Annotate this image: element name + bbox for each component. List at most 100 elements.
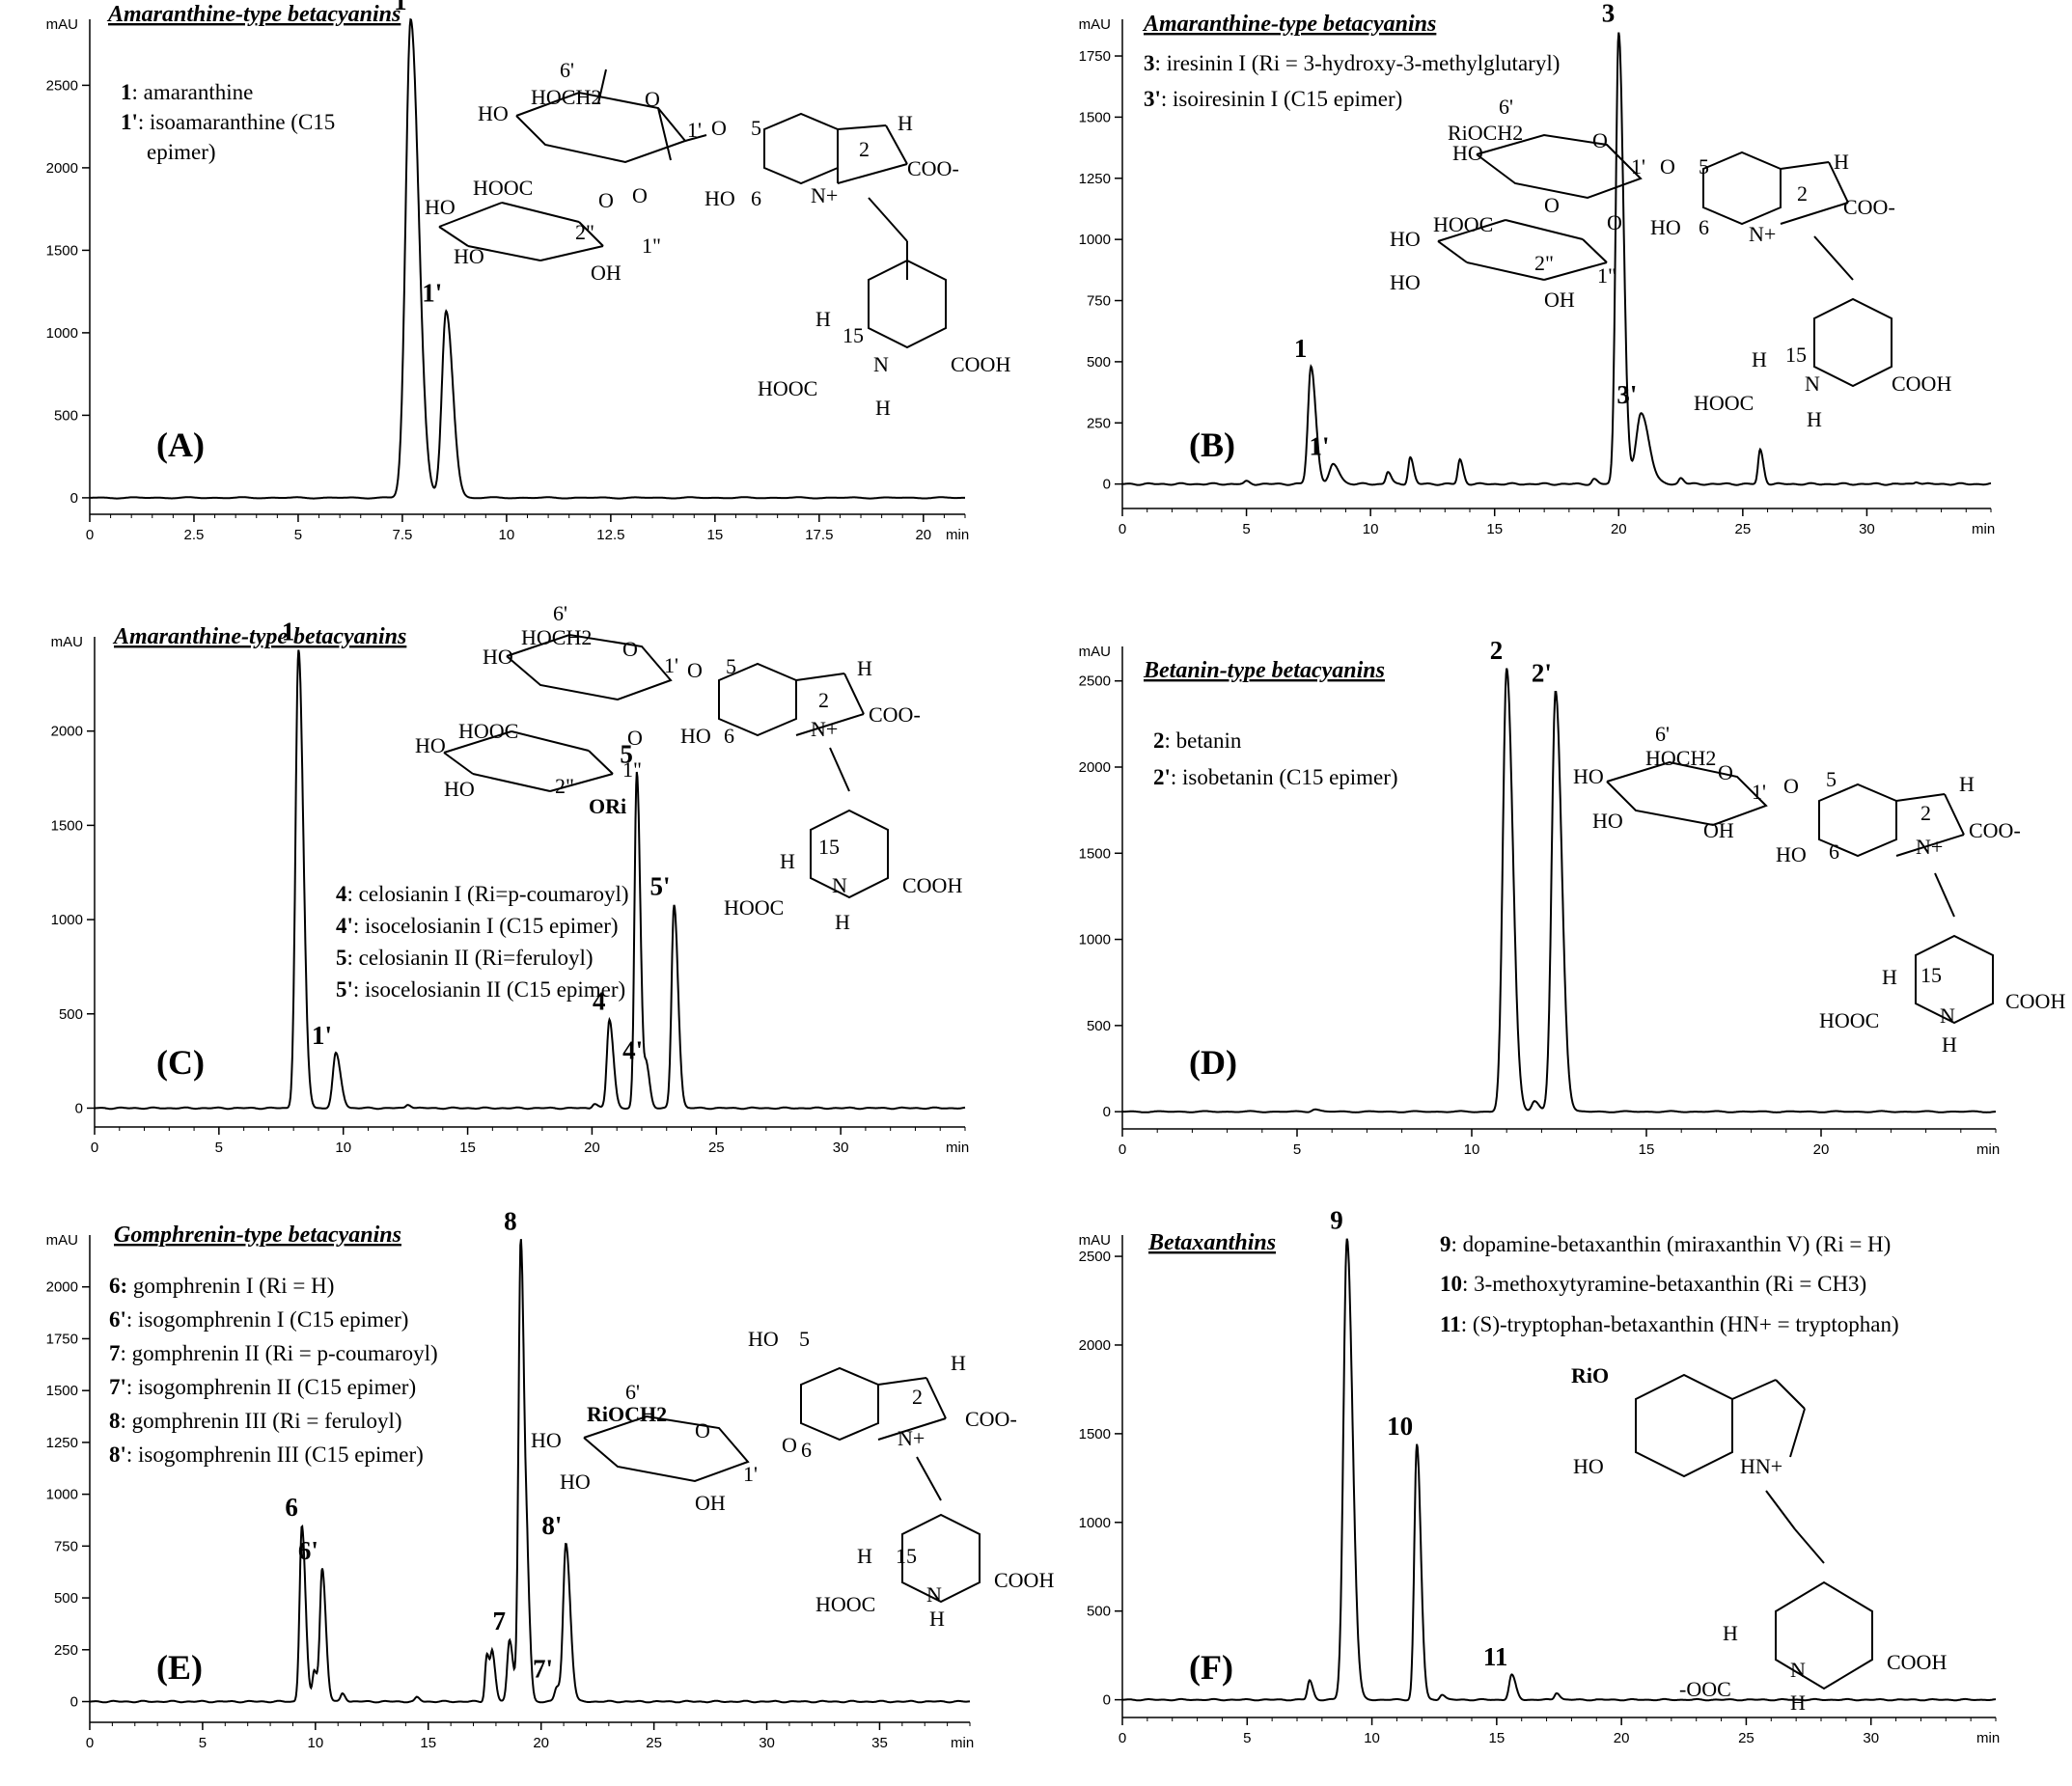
atom-label: RiO: [1571, 1363, 1609, 1388]
x-unit-label: min: [1976, 1730, 2000, 1746]
y-tick-label: 1500: [1079, 1426, 1111, 1443]
x-tick-label: 0: [86, 1735, 94, 1751]
y-tick-label: 500: [1087, 1018, 1111, 1034]
atom-label: HO: [531, 1428, 562, 1452]
panel-e-legend-5: 8: gomphrenin III (Ri = feruloyl): [109, 1409, 402, 1433]
peak-label: 2: [1490, 636, 1504, 665]
panel-a-structure: [438, 69, 947, 349]
atom-label: 6': [625, 1380, 640, 1404]
atom-label: 15: [1920, 963, 1942, 987]
x-tick-label: 10: [1363, 521, 1379, 537]
atom-label: HO: [1390, 227, 1421, 251]
panel-c-title: Amaranthine-type betacyanins: [112, 624, 406, 649]
atom-label: H: [815, 307, 831, 331]
atom-label: 6: [751, 186, 761, 210]
atom-label: N: [873, 352, 889, 376]
panel-e-structure-labels: HO 5 H RiOCH2 6' O 2 COO- HO O 1' 6 N+ H…: [531, 1327, 1054, 1631]
peak-label: 3: [1602, 0, 1616, 28]
atom-label: COOH: [902, 873, 962, 897]
x-tick-label: 5: [1293, 1141, 1301, 1158]
atom-label: O: [782, 1433, 797, 1457]
atom-label: HO: [454, 244, 484, 268]
y-tick-label: 2000: [1079, 1337, 1111, 1354]
peak-label: 7': [533, 1654, 553, 1683]
peak-label: 1: [282, 618, 295, 646]
atom-label: H: [857, 1544, 872, 1568]
panel-a-title: Amaranthine-type betacyanins: [106, 2, 401, 27]
atom-label: O: [1592, 128, 1608, 152]
y-tick-label: 2000: [46, 160, 78, 177]
atom-label: N+: [898, 1426, 925, 1450]
atom-label: H: [951, 1351, 966, 1375]
y-tick-label: 1250: [1079, 171, 1111, 187]
peak-label: 4': [622, 1035, 643, 1064]
atom-label: H: [857, 656, 872, 680]
atom-label: O: [687, 658, 703, 682]
x-tick-label: 20: [1813, 1141, 1830, 1158]
atom-label: H: [875, 396, 891, 420]
panel-e: Gomphrenin-type betacyanins (E) 6: gomph…: [46, 1206, 1055, 1751]
peak-label: 11: [1483, 1642, 1508, 1671]
atom-label: O: [1783, 774, 1799, 798]
x-tick-label: 30: [1859, 521, 1875, 537]
x-tick-label: 10: [335, 1140, 351, 1156]
atom-label: 5: [1826, 767, 1837, 791]
y-unit-label: mAU: [46, 16, 78, 33]
y-tick-label: 0: [70, 1694, 78, 1711]
atom-label: HO: [1573, 1454, 1604, 1478]
x-tick-label: 30: [759, 1735, 775, 1751]
x-tick-label: 10: [308, 1735, 324, 1751]
y-unit-label: mAU: [1079, 644, 1111, 660]
peak-label: 1': [312, 1021, 332, 1050]
peak-label: 4: [593, 987, 606, 1016]
atom-label: 6': [1499, 95, 1513, 119]
x-unit-label: min: [946, 527, 969, 543]
panel-b: Amaranthine-type betacyanins (B) 3: ires…: [1079, 0, 1996, 537]
y-tick-label: 1250: [46, 1435, 78, 1451]
y-tick-label: 500: [1087, 354, 1111, 371]
y-tick-label: 1000: [1079, 1515, 1111, 1531]
panel-d-structure-labels: HOCH2 6' HO O 1' O 5 H 2 COO- HO OH HO 6…: [1573, 722, 2065, 1057]
atom-label: HO: [444, 777, 475, 801]
y-tick-label: 1750: [1079, 48, 1111, 65]
peak-label: 1': [1310, 431, 1330, 460]
peak-label: 7: [492, 1607, 506, 1635]
x-unit-label: min: [946, 1140, 969, 1156]
panel-f-label: (F): [1189, 1648, 1233, 1687]
y-tick-label: 2500: [46, 77, 78, 94]
x-tick-label: 15: [1489, 1730, 1506, 1746]
atom-label: HOOC: [1433, 212, 1493, 236]
x-tick-label: 20: [915, 527, 931, 543]
x-tick-label: 20: [1611, 521, 1627, 537]
atom-label: H: [1723, 1621, 1738, 1645]
atom-label: OH: [1703, 818, 1734, 842]
y-tick-label: 1000: [51, 912, 83, 928]
peak-label: 5': [649, 871, 670, 900]
atom-label: HOOC: [815, 1592, 875, 1616]
atom-label: 1': [664, 653, 678, 677]
panel-f-legend-1: 9: dopamine-betaxanthin (miraxanthin V) …: [1440, 1232, 1891, 1256]
atom-label: OH: [695, 1491, 726, 1515]
panel-e-legend-2: 6': isogomphrenin I (C15 epimer): [109, 1307, 408, 1332]
y-tick-label: 500: [54, 1590, 78, 1607]
x-tick-label: 5: [1243, 1730, 1251, 1746]
atom-label: H: [1834, 150, 1849, 174]
y-tick-label: 500: [54, 407, 78, 424]
panel-a-trace: [90, 17, 965, 500]
x-tick-label: 25: [1735, 521, 1752, 537]
atom-label: 2": [1534, 251, 1554, 275]
panel-f-legend-3: 11: (S)-tryptophan-betaxanthin (HN+ = tr…: [1440, 1312, 1899, 1336]
panel-f: Betaxanthins (F) 9: dopamine-betaxanthin…: [1079, 1206, 2001, 1746]
atom-label: HO: [1452, 141, 1483, 165]
x-tick-label: 25: [708, 1140, 725, 1156]
atom-label: H: [1959, 772, 1975, 796]
y-unit-label: mAU: [1079, 1232, 1111, 1249]
atom-label: COOH: [1892, 371, 1951, 396]
atom-label: HO: [748, 1327, 779, 1351]
x-tick-label: 30: [833, 1140, 849, 1156]
atom-label: 6': [1655, 722, 1670, 746]
atom-label: HO: [1776, 842, 1807, 866]
x-unit-label: min: [1972, 521, 1995, 537]
